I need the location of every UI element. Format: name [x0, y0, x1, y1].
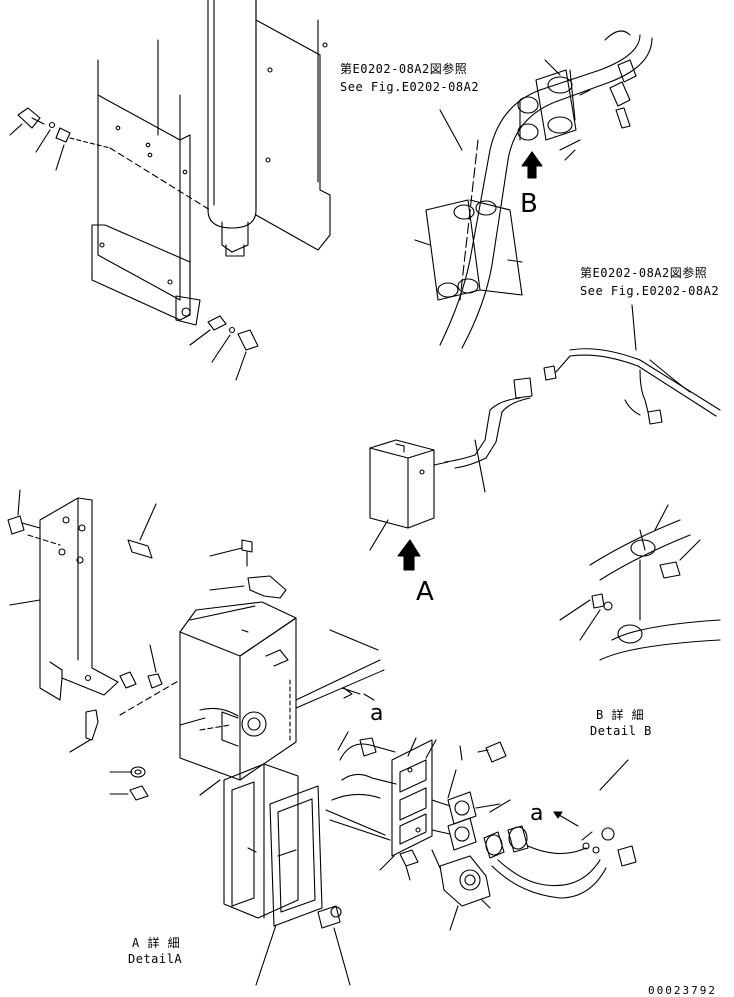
cap-1	[483, 831, 505, 859]
top-connector	[617, 59, 637, 83]
view-a-marker: A	[416, 577, 435, 607]
drawing-number: 00023792	[648, 984, 717, 997]
ref-mid-jp: 第E0202-08A2図参照	[580, 266, 708, 280]
bottom-fitting	[175, 295, 201, 326]
plug-connector	[439, 855, 491, 907]
elbow-fitting-left	[17, 107, 41, 129]
main-box-front	[179, 631, 241, 781]
bolt-left	[7, 515, 25, 535]
ref-top-jp: 第E0202-08A2図参照	[340, 62, 468, 76]
nut-left	[147, 673, 163, 689]
harness-pair-1	[439, 34, 641, 346]
cable-main	[569, 348, 721, 411]
arrow-view-a	[397, 539, 421, 571]
view-b-marker: B	[520, 189, 539, 219]
clamp-plate-upper	[535, 69, 577, 141]
ref-mid-en: See Fig.E0202-08A2	[580, 284, 720, 298]
gasket-frame	[269, 785, 323, 927]
bolt-upper	[127, 539, 153, 559]
detail-b-drawing	[559, 504, 721, 661]
main-box-side	[239, 617, 297, 781]
nut-lower	[129, 785, 149, 801]
clamp-b-upper	[630, 539, 656, 557]
washer	[130, 766, 146, 778]
mounting-bracket	[39, 497, 119, 701]
middle-harness	[369, 304, 721, 571]
small-connector-2	[543, 365, 557, 381]
ref-top-en: See Fig.E0202-08A2	[340, 80, 480, 94]
clip-bottom	[317, 905, 341, 929]
inner-switch	[241, 711, 267, 737]
rear-plate	[255, 0, 331, 251]
detail-a-drawing	[7, 489, 637, 986]
switch-box	[369, 447, 409, 529]
cover-box	[223, 763, 299, 919]
latch	[247, 575, 287, 599]
detail-b-en: Detail B	[590, 724, 652, 738]
point-a-label: a	[370, 701, 384, 726]
column-plate-assembly	[9, 0, 331, 381]
detail-b-jp: B 詳 細	[596, 708, 645, 722]
connector-2	[447, 817, 477, 851]
bolt-panel-top	[485, 741, 507, 763]
cap-2	[507, 825, 529, 853]
mid-connector	[513, 377, 533, 399]
connector-panel	[391, 739, 433, 857]
clamp-b-lower	[617, 624, 643, 644]
small-connector-1	[647, 409, 663, 425]
arrow-view-b	[521, 151, 543, 179]
detail-a-en: DetailA	[128, 952, 183, 966]
bolt-lower	[85, 709, 99, 741]
column	[207, 0, 257, 229]
point-a-label-lower: a	[530, 801, 544, 826]
front-plate	[97, 94, 181, 301]
column-fitting	[221, 221, 249, 253]
top-harness	[414, 30, 653, 349]
washer-right	[601, 827, 615, 841]
connector-1	[447, 791, 477, 825]
detail-a-jp: A 詳 細	[132, 936, 181, 950]
